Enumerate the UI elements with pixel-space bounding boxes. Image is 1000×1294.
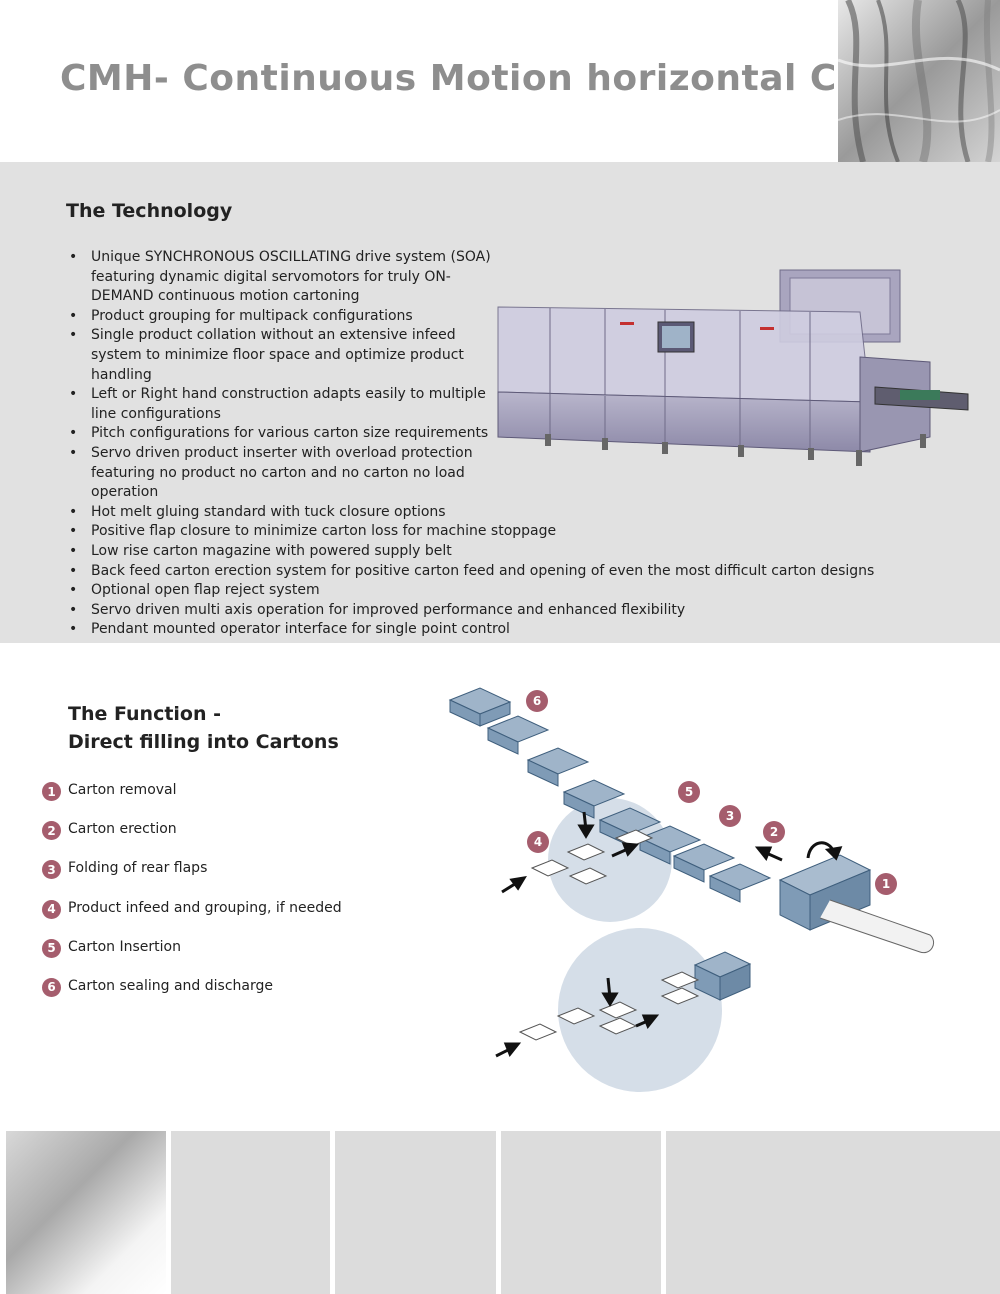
bullet-item: Optional open flap reject system bbox=[66, 581, 874, 601]
bullet-item-continuation: line configurations bbox=[91, 405, 221, 422]
bullet-item: Servo driven product inserter with overl… bbox=[66, 444, 874, 464]
bullet-item: Product grouping for multipack configura… bbox=[66, 307, 874, 327]
bullet-item: Positive flap closure to minimize carton… bbox=[66, 522, 874, 542]
step-label: Carton sealing and discharge bbox=[68, 977, 273, 994]
step-number-badge: 3 bbox=[42, 860, 61, 880]
bullet-item: Servo driven multi axis operation for im… bbox=[66, 601, 874, 621]
step-item: 4 Product infeed and grouping, if needed bbox=[42, 899, 342, 939]
step-number-badge: 1 bbox=[42, 782, 61, 801]
bullet-item-continuation: system to minimize floor space and optim… bbox=[91, 346, 464, 363]
bullet-item-continuation: DEMAND continuous motion cartoning bbox=[91, 288, 360, 305]
bullet-item: Single product collation without an exte… bbox=[66, 326, 874, 346]
bullet-item-continuation: handling bbox=[91, 366, 152, 383]
diagram-badge-1: 1 bbox=[882, 877, 890, 891]
footer-tile bbox=[666, 1131, 1000, 1294]
step-number-badge: 4 bbox=[42, 899, 61, 919]
technology-bullet-list: Unique SYNCHRONOUS OSCILLATING drive sys… bbox=[66, 248, 874, 640]
bullet-item: Hot melt gluing standard with tuck closu… bbox=[66, 503, 874, 523]
footer-tile bbox=[171, 1131, 330, 1294]
cartoner-machine-image bbox=[497, 269, 969, 466]
technology-section: The Technology Unique SYNCHRONOUS OSCILL… bbox=[0, 162, 1000, 643]
step-number-badge: 6 bbox=[42, 977, 61, 997]
bullet-item: Low rise carton magazine with powered su… bbox=[66, 542, 874, 562]
bullet-item: Unique SYNCHRONOUS OSCILLATING drive sys… bbox=[66, 248, 874, 268]
function-heading: The Function - Direct filling into Carto… bbox=[68, 700, 339, 756]
step-item: 2 Carton erection bbox=[42, 821, 342, 860]
diagram-badge-4: 4 bbox=[534, 835, 542, 849]
step-item: 1 Carton removal bbox=[42, 782, 342, 821]
infeed-circle-lower bbox=[558, 928, 722, 1092]
bullet-item-continuation: featuring dynamic digital servomotors fo… bbox=[91, 268, 451, 285]
diagram-badge-3: 3 bbox=[726, 809, 734, 823]
bullet-item: Pitch configurations for various carton … bbox=[66, 424, 874, 444]
step-label: Folding of rear flaps bbox=[68, 860, 208, 877]
step-label: Carton erection bbox=[68, 821, 177, 838]
diagram-badge-5: 5 bbox=[685, 785, 693, 799]
diagram-badge-6: 6 bbox=[533, 694, 541, 708]
footer-tile bbox=[501, 1131, 661, 1294]
process-diagram: 6 5 3 2 4 1 bbox=[448, 687, 935, 1092]
step-item: 6 Carton sealing and discharge bbox=[42, 977, 342, 1017]
step-item: 3 Folding of rear flaps bbox=[42, 860, 342, 899]
header: CMH- Continuous Motion horizontal Carton… bbox=[0, 0, 1000, 162]
step-item: 5 Carton Insertion bbox=[42, 938, 342, 978]
technology-heading: The Technology bbox=[66, 200, 233, 222]
bullet-item: Back feed carton erection system for pos… bbox=[66, 562, 874, 582]
footer-tile bbox=[335, 1131, 496, 1294]
function-heading-line1: The Function - bbox=[68, 703, 222, 725]
page-title: CMH- Continuous Motion horizontal Carton… bbox=[60, 58, 993, 99]
step-label: Product infeed and grouping, if needed bbox=[68, 899, 342, 916]
bullet-item-continuation: featuring no product no carton and no ca… bbox=[91, 464, 465, 481]
step-label: Carton Insertion bbox=[68, 938, 181, 955]
function-heading-line2: Direct filling into Cartons bbox=[68, 731, 339, 753]
bullet-item: Left or Right hand construction adapts e… bbox=[66, 385, 874, 405]
footer-gradient-tile bbox=[6, 1131, 166, 1294]
bullet-item: Pendant mounted operator interface for s… bbox=[66, 620, 874, 640]
step-number-badge: 5 bbox=[42, 938, 61, 958]
bullet-item-continuation: operation bbox=[91, 484, 159, 501]
header-texture-image bbox=[838, 0, 1000, 162]
function-step-list: 1 Carton removal 2 Carton erection 3 Fol… bbox=[42, 782, 342, 1017]
diagram-badge-2: 2 bbox=[770, 825, 778, 839]
step-number-badge: 2 bbox=[42, 821, 61, 841]
step-label: Carton removal bbox=[68, 782, 177, 798]
